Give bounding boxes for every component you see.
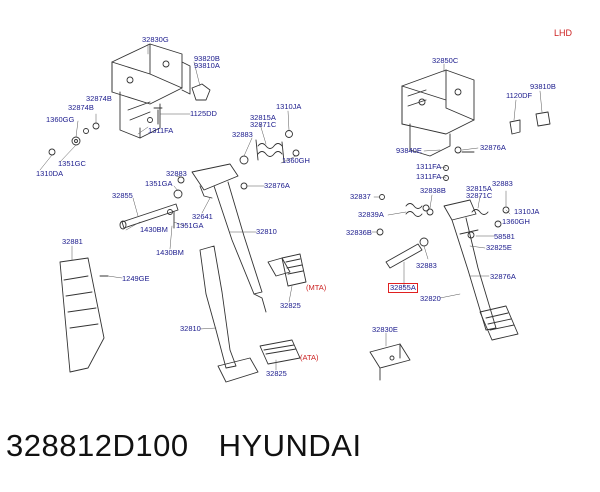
label-93810a: 93810A [194,61,220,70]
shaft-32855 [119,203,179,230]
accelerator-32881 [59,257,109,373]
label-32825e: 32825E [486,243,512,252]
label-32838b: 32838B [420,186,446,195]
label-93810b: 93810B [530,82,556,91]
lhd-label: LHD [553,28,572,38]
label-32810-1: 32810 [256,227,277,236]
label-1360gh-1: 1360GH [282,156,310,165]
label-32871c-2: 32871C [466,191,493,200]
label-1360gh-2: 1360GH [502,217,530,226]
label-32810-2: 32810 [180,324,201,333]
label-32820: 32820 [420,294,441,303]
label-1120df: 1120DF [506,91,533,100]
label-32883-4: 32883 [416,261,437,270]
label-ata: (ATA) [300,353,319,362]
label-1430bm-2: 1430BM [156,248,184,257]
label-1351ga-2: 1351GA [176,221,204,230]
label-93840e: 93840E [396,146,422,155]
label-1351ga-1: 1351GA [145,179,173,188]
label-93820b: 93820B [194,54,220,63]
label-32815a-1: 32815A [250,113,276,122]
label-32825-1: 32825 [280,301,301,310]
label-58581: 58581 [494,232,515,241]
brand-name: HYUNDAI [218,428,362,463]
label-32836b: 32836B [346,228,372,237]
label-32876a-3: 32876A [490,272,516,281]
label-32830e: 32830E [372,325,398,334]
label-32874b-2: 32874B [68,103,94,112]
bracket-32830g [111,43,191,139]
label-1311fa-2: 1311FA [416,162,442,171]
label-32815a-2: 32815A [466,184,492,193]
shaft-32855a [385,204,430,269]
label-1125dd: 1125DD [190,109,217,118]
bracket-32830e [369,343,411,381]
leader-lines [39,43,543,371]
label-32883-3: 32883 [492,179,513,188]
label-32825-2: 32825 [266,369,287,378]
label-32850c: 32850C [432,56,459,65]
label-32876a-1: 32876A [264,181,290,190]
label-mta: (MTA) [306,283,327,292]
caption: 328812D100 HYUNDAI [6,428,392,464]
label-1311fa-1: 1311FA [148,126,174,135]
label-32855: 32855 [112,191,133,200]
label-1351gc: 1351GC [58,159,86,168]
label-32881: 32881 [62,237,83,246]
label-1311fa-3: 1311FA [416,172,442,181]
small-parts-right-top [443,111,551,181]
pad-32825-mta [281,253,307,287]
label-32883-2: 32883 [166,169,187,178]
label-1249ge: 1249GE [122,274,150,283]
label-32830g: 32830G [142,35,169,44]
label-1360gg: 1360GG [46,115,75,124]
pedal-arm-lower [199,245,301,383]
label-1430bm-1: 1430BM [140,225,168,234]
label-32855a-highlighted: 32855A [388,283,418,293]
pedal-arm-32820 [443,199,519,341]
label-32883-1: 32883 [232,130,253,139]
label-32874b-1: 32874B [86,94,112,103]
bracket-32850c [401,69,475,157]
label-32641: 32641 [192,212,213,221]
part-number: 328812D100 [6,428,189,463]
label-32839a: 32839A [358,210,384,219]
label-32876a-2: 32876A [480,143,506,152]
label-1310ja-2: 1310JA [514,207,540,216]
label-1310da: 1310DA [36,169,64,178]
label-32871c-1: 32871C [250,120,277,129]
label-32837: 32837 [350,192,371,201]
label-1310ja-1: 1310JA [276,102,302,111]
spring-right [376,194,510,236]
